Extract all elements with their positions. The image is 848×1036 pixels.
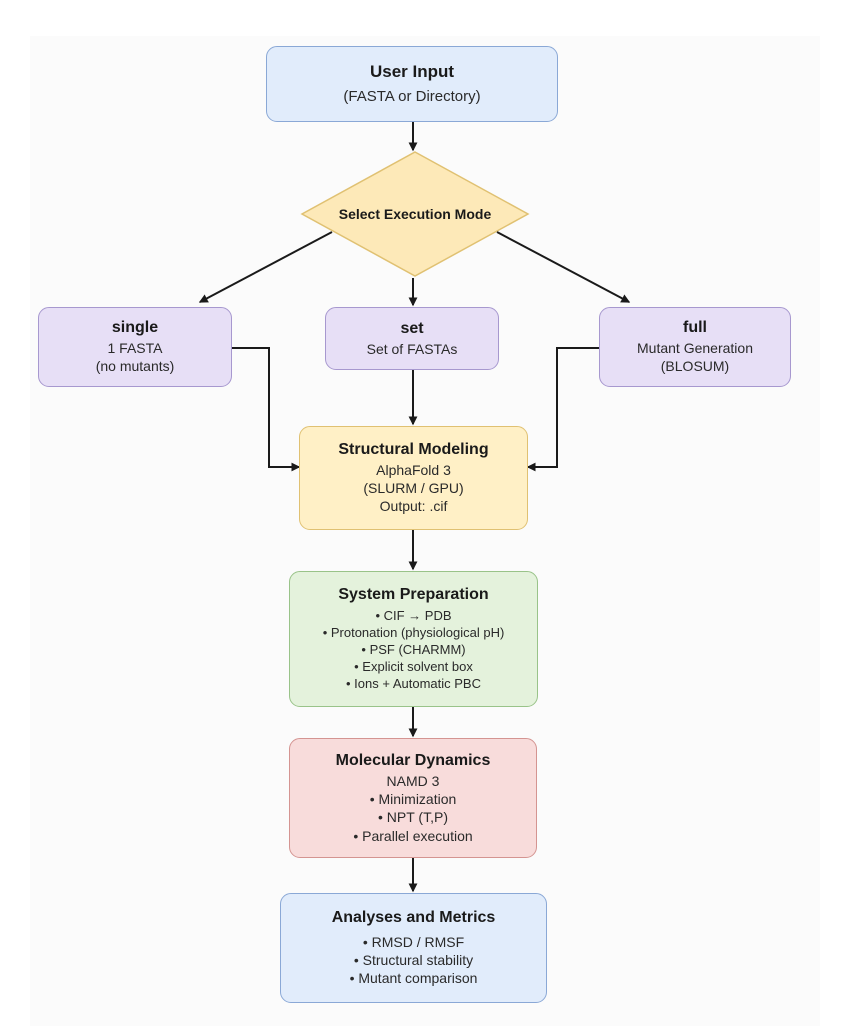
node-bullet: PSF (CHARMM) <box>361 642 466 659</box>
node-line: (FASTA or Directory) <box>343 88 481 106</box>
node-bullet: Structural stability <box>354 951 473 969</box>
node-bullet: CIF → PDB <box>375 608 452 625</box>
arrow-decision-to-full <box>496 231 631 303</box>
node-title: Analyses and Metrics <box>331 909 496 927</box>
node-bullet: Mutant comparison <box>350 969 477 987</box>
analyses-metrics-node: Analyses and Metrics RMSD / RMSF Structu… <box>280 893 547 1003</box>
system-preparation-node: System Preparation CIF → PDB Protonation… <box>289 571 538 707</box>
node-line: (BLOSUM) <box>660 358 730 375</box>
arrow-full-to-structural <box>526 347 599 472</box>
node-line: Output: .cif <box>379 498 448 515</box>
decision-diamond <box>300 151 530 277</box>
node-bullet: Parallel execution <box>353 827 473 845</box>
node-line: (no mutants) <box>95 358 175 375</box>
node-bullet: Minimization <box>370 790 456 808</box>
node-title: User Input <box>369 62 455 82</box>
node-title: Molecular Dynamics <box>335 752 491 770</box>
set-mode-node: set Set of FASTAs <box>325 307 499 370</box>
node-title: set <box>400 320 424 337</box>
node-bullet: NPT (T,P) <box>378 808 448 826</box>
user-input-node: User Input (FASTA or Directory) <box>266 46 558 122</box>
full-mode-node: full Mutant Generation (BLOSUM) <box>599 307 791 387</box>
node-bullet: Protonation (physiological pH) <box>323 625 504 642</box>
node-title: single <box>111 319 159 337</box>
node-title: System Preparation <box>338 586 489 604</box>
molecular-dynamics-node: Molecular Dynamics NAMD 3 Minimization N… <box>289 738 537 858</box>
structural-modeling-node: Structural Modeling AlphaFold 3 (SLURM /… <box>299 426 528 530</box>
node-title: Structural Modeling <box>338 441 489 459</box>
node-line: (SLURM / GPU) <box>363 480 464 497</box>
decision-label: Select Execution Mode <box>338 206 492 222</box>
arrow-decision-to-single <box>198 231 333 303</box>
arrow-single-to-structural <box>232 347 301 472</box>
single-mode-node: single 1 FASTA (no mutants) <box>38 307 232 387</box>
node-bullet: Ions + Automatic PBC <box>346 676 481 693</box>
node-line: 1 FASTA <box>107 340 163 357</box>
node-bullet: Explicit solvent box <box>354 659 473 676</box>
node-line: AlphaFold 3 <box>376 462 451 479</box>
node-title: full <box>683 319 707 337</box>
node-line: Set of FASTAs <box>366 340 458 357</box>
node-bullet: RMSD / RMSF <box>363 933 465 951</box>
node-line: NAMD 3 <box>386 773 440 790</box>
node-line: Mutant Generation <box>637 340 753 357</box>
